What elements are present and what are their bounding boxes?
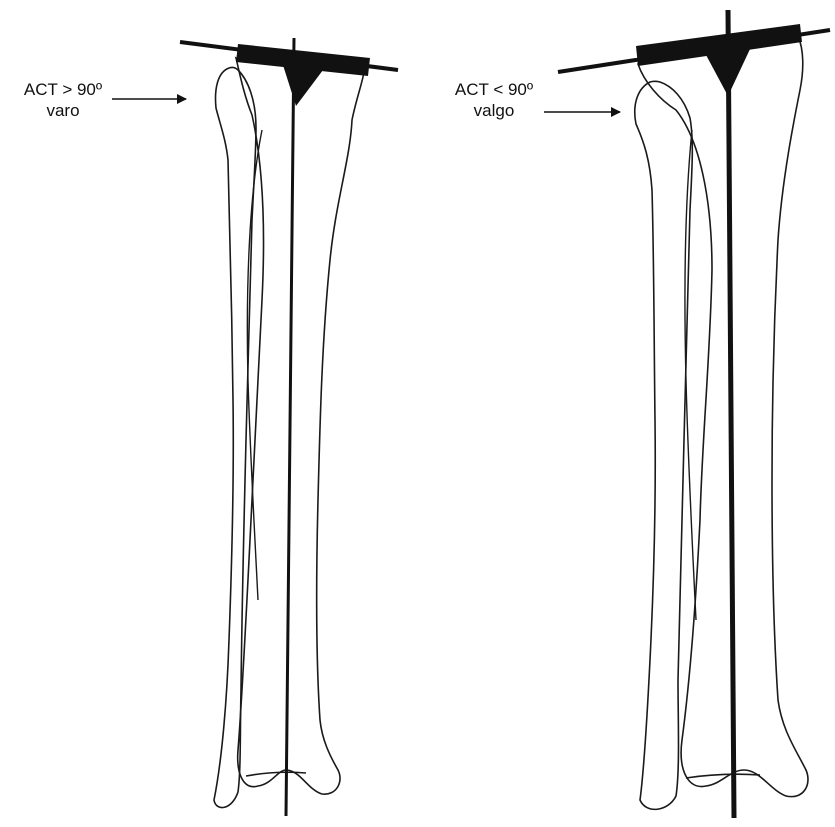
tibial-spine-marker-left (282, 62, 326, 106)
varus-deformity-text: varo (8, 100, 118, 121)
varus-label: ACT > 90º varo (8, 79, 118, 121)
tibia-outline-right (638, 36, 808, 797)
valgus-angle-text: ACT < 90º (438, 79, 550, 100)
fibula-inner-line-left (247, 130, 262, 600)
ankle-joint-line-right (686, 774, 760, 778)
valgus-deformity-text: valgo (438, 100, 550, 121)
varus-angle-text: ACT > 90º (8, 79, 118, 100)
mechanical-axis-left (286, 38, 294, 816)
valgus-label: ACT < 90º valgo (438, 79, 550, 121)
varus-panel (112, 38, 398, 816)
fibula-outline-right (635, 81, 693, 809)
mechanical-axis-right (728, 10, 734, 818)
valgus-panel (544, 10, 830, 818)
